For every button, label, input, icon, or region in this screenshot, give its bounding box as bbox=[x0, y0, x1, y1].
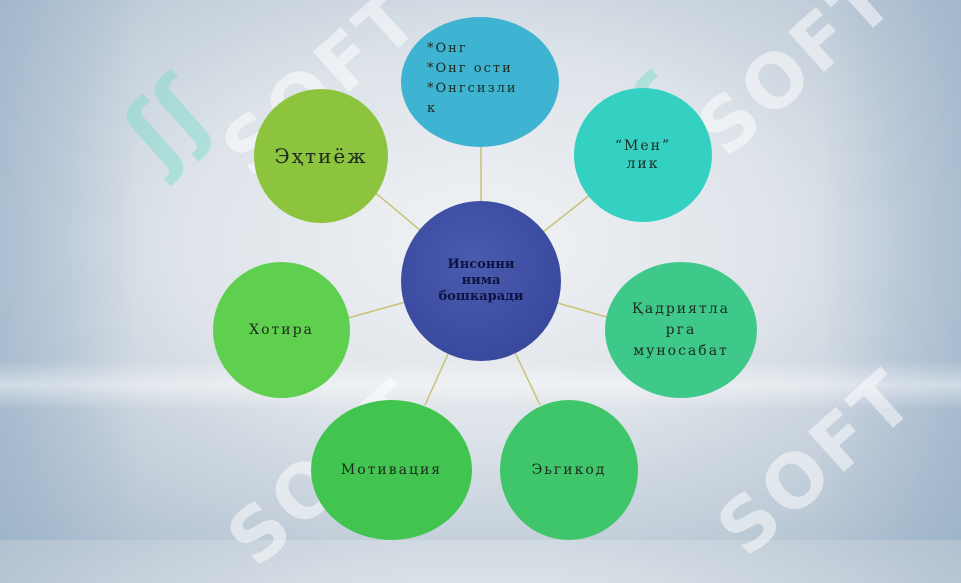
node-values-line: рга bbox=[665, 321, 697, 338]
node-values-line: Қадриятла bbox=[632, 300, 730, 317]
center-node-line: нима bbox=[461, 273, 501, 288]
node-motivation: Мотивация bbox=[311, 400, 472, 540]
node-memory: Хотира bbox=[213, 262, 350, 398]
node-motivation-label: Мотивация bbox=[340, 462, 443, 478]
node-self-line: лик bbox=[626, 156, 660, 172]
center-node-line: Инсонни bbox=[447, 257, 515, 272]
node-consciousness-line: *Онг ости bbox=[427, 61, 513, 76]
node-need-label: Эҳтиёж bbox=[274, 144, 368, 168]
center-node: Инсонни нима бошкаради bbox=[401, 201, 561, 361]
node-consciousness-line: *Онг bbox=[427, 41, 468, 56]
node-code: Эьгикод bbox=[500, 400, 638, 540]
node-consciousness-line: к bbox=[427, 101, 438, 116]
node-self: “Мен” лик bbox=[574, 88, 712, 222]
node-self-line: “Мен” bbox=[614, 138, 672, 154]
node-consciousness-line: *Онгсизли bbox=[427, 81, 518, 96]
background-edge-right bbox=[821, 0, 961, 540]
node-values: Қадриятла рга муносабат bbox=[605, 262, 757, 398]
node-consciousness: *Онг *Онг ости *Онгсизли к bbox=[401, 17, 559, 147]
node-need: Эҳтиёж bbox=[254, 89, 388, 223]
background-edge-left bbox=[0, 0, 140, 540]
background-light-band bbox=[0, 360, 961, 410]
node-values-line: муносабат bbox=[633, 342, 729, 359]
node-memory-label: Хотира bbox=[249, 322, 314, 338]
node-code-label: Эьгикод bbox=[531, 462, 607, 478]
center-node-line: бошкаради bbox=[438, 289, 524, 304]
